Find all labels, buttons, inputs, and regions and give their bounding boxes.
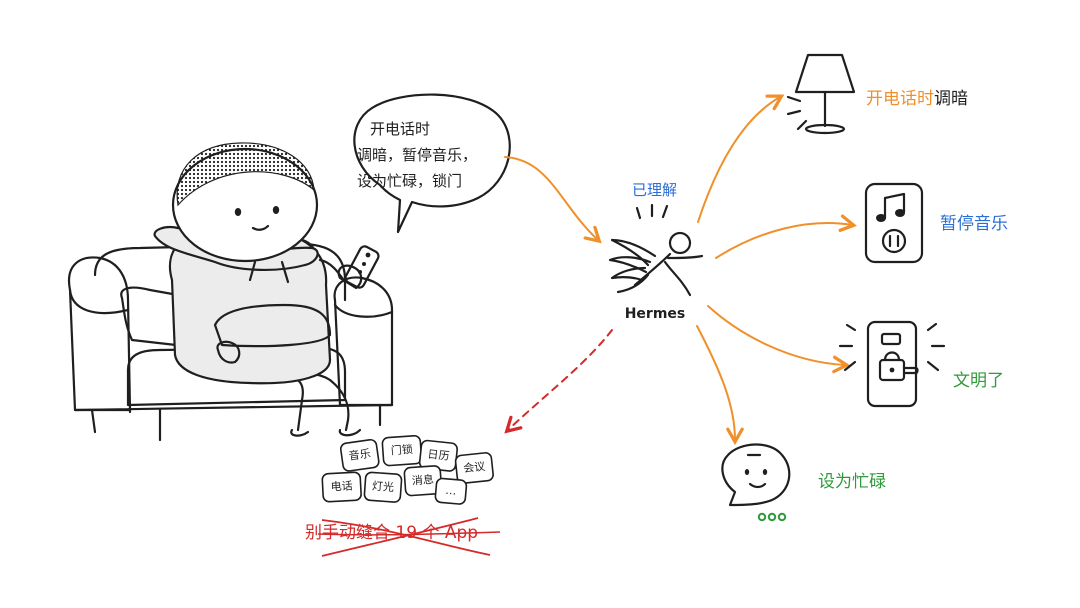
lamp-icon: 开电话时调暗 xyxy=(786,53,968,135)
app-chip-messages: 消息 xyxy=(403,465,443,497)
arrow-to-apps xyxy=(504,329,613,434)
speech-line-1: 开电话时 xyxy=(370,120,430,138)
svg-text:日历: 日历 xyxy=(427,448,450,463)
hermes-name: Hermes xyxy=(625,306,686,322)
app-chip-pile: 音乐 门锁 日历 会议 电话 灯光 消息 … xyxy=(321,434,494,505)
door-lock-icon: 文明了 xyxy=(838,320,1004,408)
svg-text:灯光: 灯光 xyxy=(372,478,395,494)
speech-line-2: 调暗，暂停音乐， xyxy=(357,146,477,164)
arrow-request-to-hermes xyxy=(504,156,602,244)
app-chip-lights: 灯光 xyxy=(363,471,403,503)
lamp-label: 开电话时调暗 xyxy=(866,89,968,109)
arrow-to-lamp xyxy=(697,94,785,223)
app-chip-door-lock: 门锁 xyxy=(381,434,423,467)
lock-label: 文明了 xyxy=(953,371,1004,391)
app-chip-more: … xyxy=(434,477,468,505)
svg-text:会议: 会议 xyxy=(463,460,486,475)
svg-text:门锁: 门锁 xyxy=(390,442,413,458)
app-chip-phone: 电话 xyxy=(321,471,362,503)
svg-text:音乐: 音乐 xyxy=(348,446,372,463)
person-on-sofa xyxy=(153,142,380,437)
speech-bubble: 开电话时 调暗，暂停音乐， 设为忙碌，锁门 xyxy=(353,93,511,234)
music-player-icon: 暂停音乐 xyxy=(864,182,1008,264)
arrow-to-lock xyxy=(707,305,851,374)
lamp-label-colored: 开电话时 xyxy=(866,89,934,109)
arrow-to-status xyxy=(696,325,744,446)
arrow-to-music xyxy=(715,214,857,259)
app-chip-meeting: 会议 xyxy=(454,452,494,485)
svg-text:…: … xyxy=(445,484,457,498)
chat-bubble-icon: 设为忙碌 xyxy=(721,443,886,522)
understood-label: 已理解 xyxy=(632,181,677,199)
app-chip-calendar: 日历 xyxy=(418,439,459,472)
app-chip-music: 音乐 xyxy=(339,438,380,472)
lock-label-colored: 文明了 xyxy=(953,371,1004,391)
status-label: 设为忙碌 xyxy=(818,472,886,492)
crossed-app-caption: 别手动缝合 19 个 App xyxy=(305,517,501,557)
svg-text:电话: 电话 xyxy=(330,479,353,493)
lamp-label-plain: 调暗 xyxy=(934,89,968,109)
status-label-colored: 设为忙碌 xyxy=(818,472,886,492)
hermes-agent: 已理解 Hermes xyxy=(608,181,704,322)
speech-line-3: 设为忙碌，锁门 xyxy=(357,172,462,190)
music-label: 暂停音乐 xyxy=(940,214,1008,234)
music-label-colored: 暂停音乐 xyxy=(940,214,1008,234)
svg-text:消息: 消息 xyxy=(411,472,434,488)
